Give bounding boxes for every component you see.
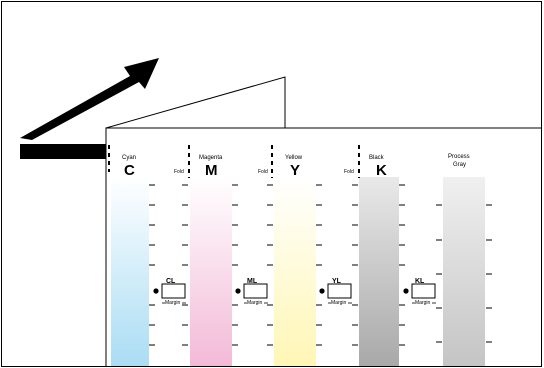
fold-lines bbox=[108, 145, 360, 178]
process-gray-line1: Process bbox=[448, 154, 470, 160]
process-gray-strip bbox=[443, 177, 485, 366]
black-margin-dot bbox=[403, 288, 409, 294]
cyan-margin-code: CL bbox=[166, 278, 176, 285]
black-name-label: Black bbox=[369, 155, 384, 161]
process-gray-line2: Gray bbox=[453, 162, 467, 168]
tick-marks bbox=[149, 184, 492, 346]
yellow-margin-code: YL bbox=[332, 278, 341, 285]
magenta-name-label: Magenta bbox=[199, 155, 223, 161]
yellow-margin-dot bbox=[319, 288, 325, 294]
yellow-fold-label: Fold bbox=[258, 169, 268, 175]
black-strip bbox=[359, 177, 399, 366]
yellow-margin-label: Margin bbox=[331, 300, 347, 306]
magenta-margin-box bbox=[243, 283, 268, 299]
magenta-strip bbox=[190, 177, 232, 366]
black-fold-label: Fold bbox=[344, 169, 354, 175]
magenta-fold-label: Fold bbox=[174, 169, 184, 175]
cyan-name-label: Cyan bbox=[122, 155, 137, 161]
black-margin-box bbox=[411, 283, 436, 299]
magenta-margin-code: ML bbox=[247, 278, 258, 285]
yellow-margin-box bbox=[327, 283, 352, 299]
direction-arrow-icon bbox=[20, 58, 159, 140]
yellow-letter-label: Y bbox=[290, 162, 301, 179]
black-margin-code: KL bbox=[415, 278, 425, 285]
cyan-margin-box bbox=[161, 283, 186, 299]
black-letter-label: K bbox=[376, 162, 387, 179]
yellow-name-label: Yellow bbox=[285, 155, 303, 161]
cyan-letter-label: C bbox=[124, 162, 135, 179]
magenta-letter-label: M bbox=[205, 162, 218, 179]
cyan-margin-label: Margin bbox=[165, 300, 181, 306]
black-margin-label: Margin bbox=[415, 300, 431, 306]
magenta-margin-dot bbox=[235, 288, 241, 294]
cyan-margin-dot bbox=[153, 288, 159, 294]
yellow-strip bbox=[274, 177, 316, 366]
magenta-margin-label: Margin bbox=[247, 300, 263, 306]
cyan-strip bbox=[111, 177, 149, 366]
arrow-base-bar bbox=[20, 144, 109, 159]
